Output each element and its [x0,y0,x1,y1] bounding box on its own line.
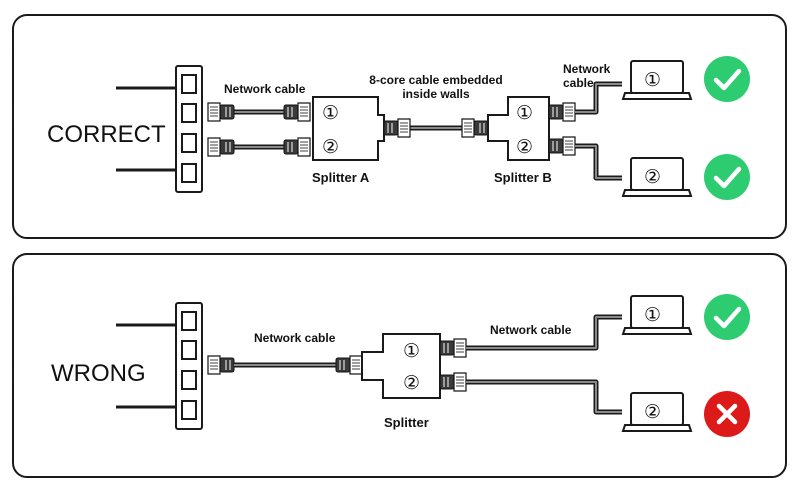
check-icon [704,294,750,340]
network-cable-label: Network cable [254,331,336,345]
splitter-a-body [312,96,385,161]
plug-icon [461,118,489,138]
plug-icon [439,338,467,358]
plug-icon [207,102,235,122]
wrong-heading: WRONG [51,360,146,387]
network-cable-label: Network cable [224,82,306,96]
plug-icon [548,102,576,122]
splitter-a-port1: ① [322,102,339,124]
network-cable-right-label: Network cable [490,323,572,337]
check-icon [704,154,750,200]
wrong-panel: WRONG Network cable ① ② Splitter Network… [12,253,787,478]
splitter-a-port2: ② [322,136,339,158]
splitter-port2: ② [403,372,420,394]
laptop-2-number: ② [644,166,661,188]
laptop-1-number: ① [644,69,661,91]
splitter-b-port2: ② [516,136,533,158]
correct-heading: CORRECT [47,121,166,148]
plug-icon [383,118,411,138]
network-cable-right-label-line1: Network [563,62,611,76]
laptop-1-number: ① [644,304,661,326]
correct-panel: CORRECT Network cable ① ② Splitter A 8-c… [12,14,787,239]
splitter-b-body [487,96,550,161]
splitter-b-label: Splitter B [494,170,552,185]
plug-icon [283,137,311,157]
plug-icon [207,355,235,375]
splitter-port1: ① [403,340,420,362]
splitter-b-port1: ① [516,102,533,124]
embedded-cable-label-line1: 8-core cable embedded [369,73,502,87]
check-icon [704,56,750,102]
laptop-2-number: ② [644,401,661,423]
embedded-cable-label-line2: inside walls [402,87,470,101]
splitter-body [361,333,441,399]
plug-icon [439,372,467,392]
plug-icon [207,137,235,157]
network-cable-right-label-line2: cable [563,76,594,90]
plug-icon [335,355,363,375]
splitter-a-label: Splitter A [312,170,370,185]
plug-icon [283,102,311,122]
cross-icon [704,391,750,437]
splitter-label: Splitter [384,415,429,430]
plug-icon [548,136,576,156]
